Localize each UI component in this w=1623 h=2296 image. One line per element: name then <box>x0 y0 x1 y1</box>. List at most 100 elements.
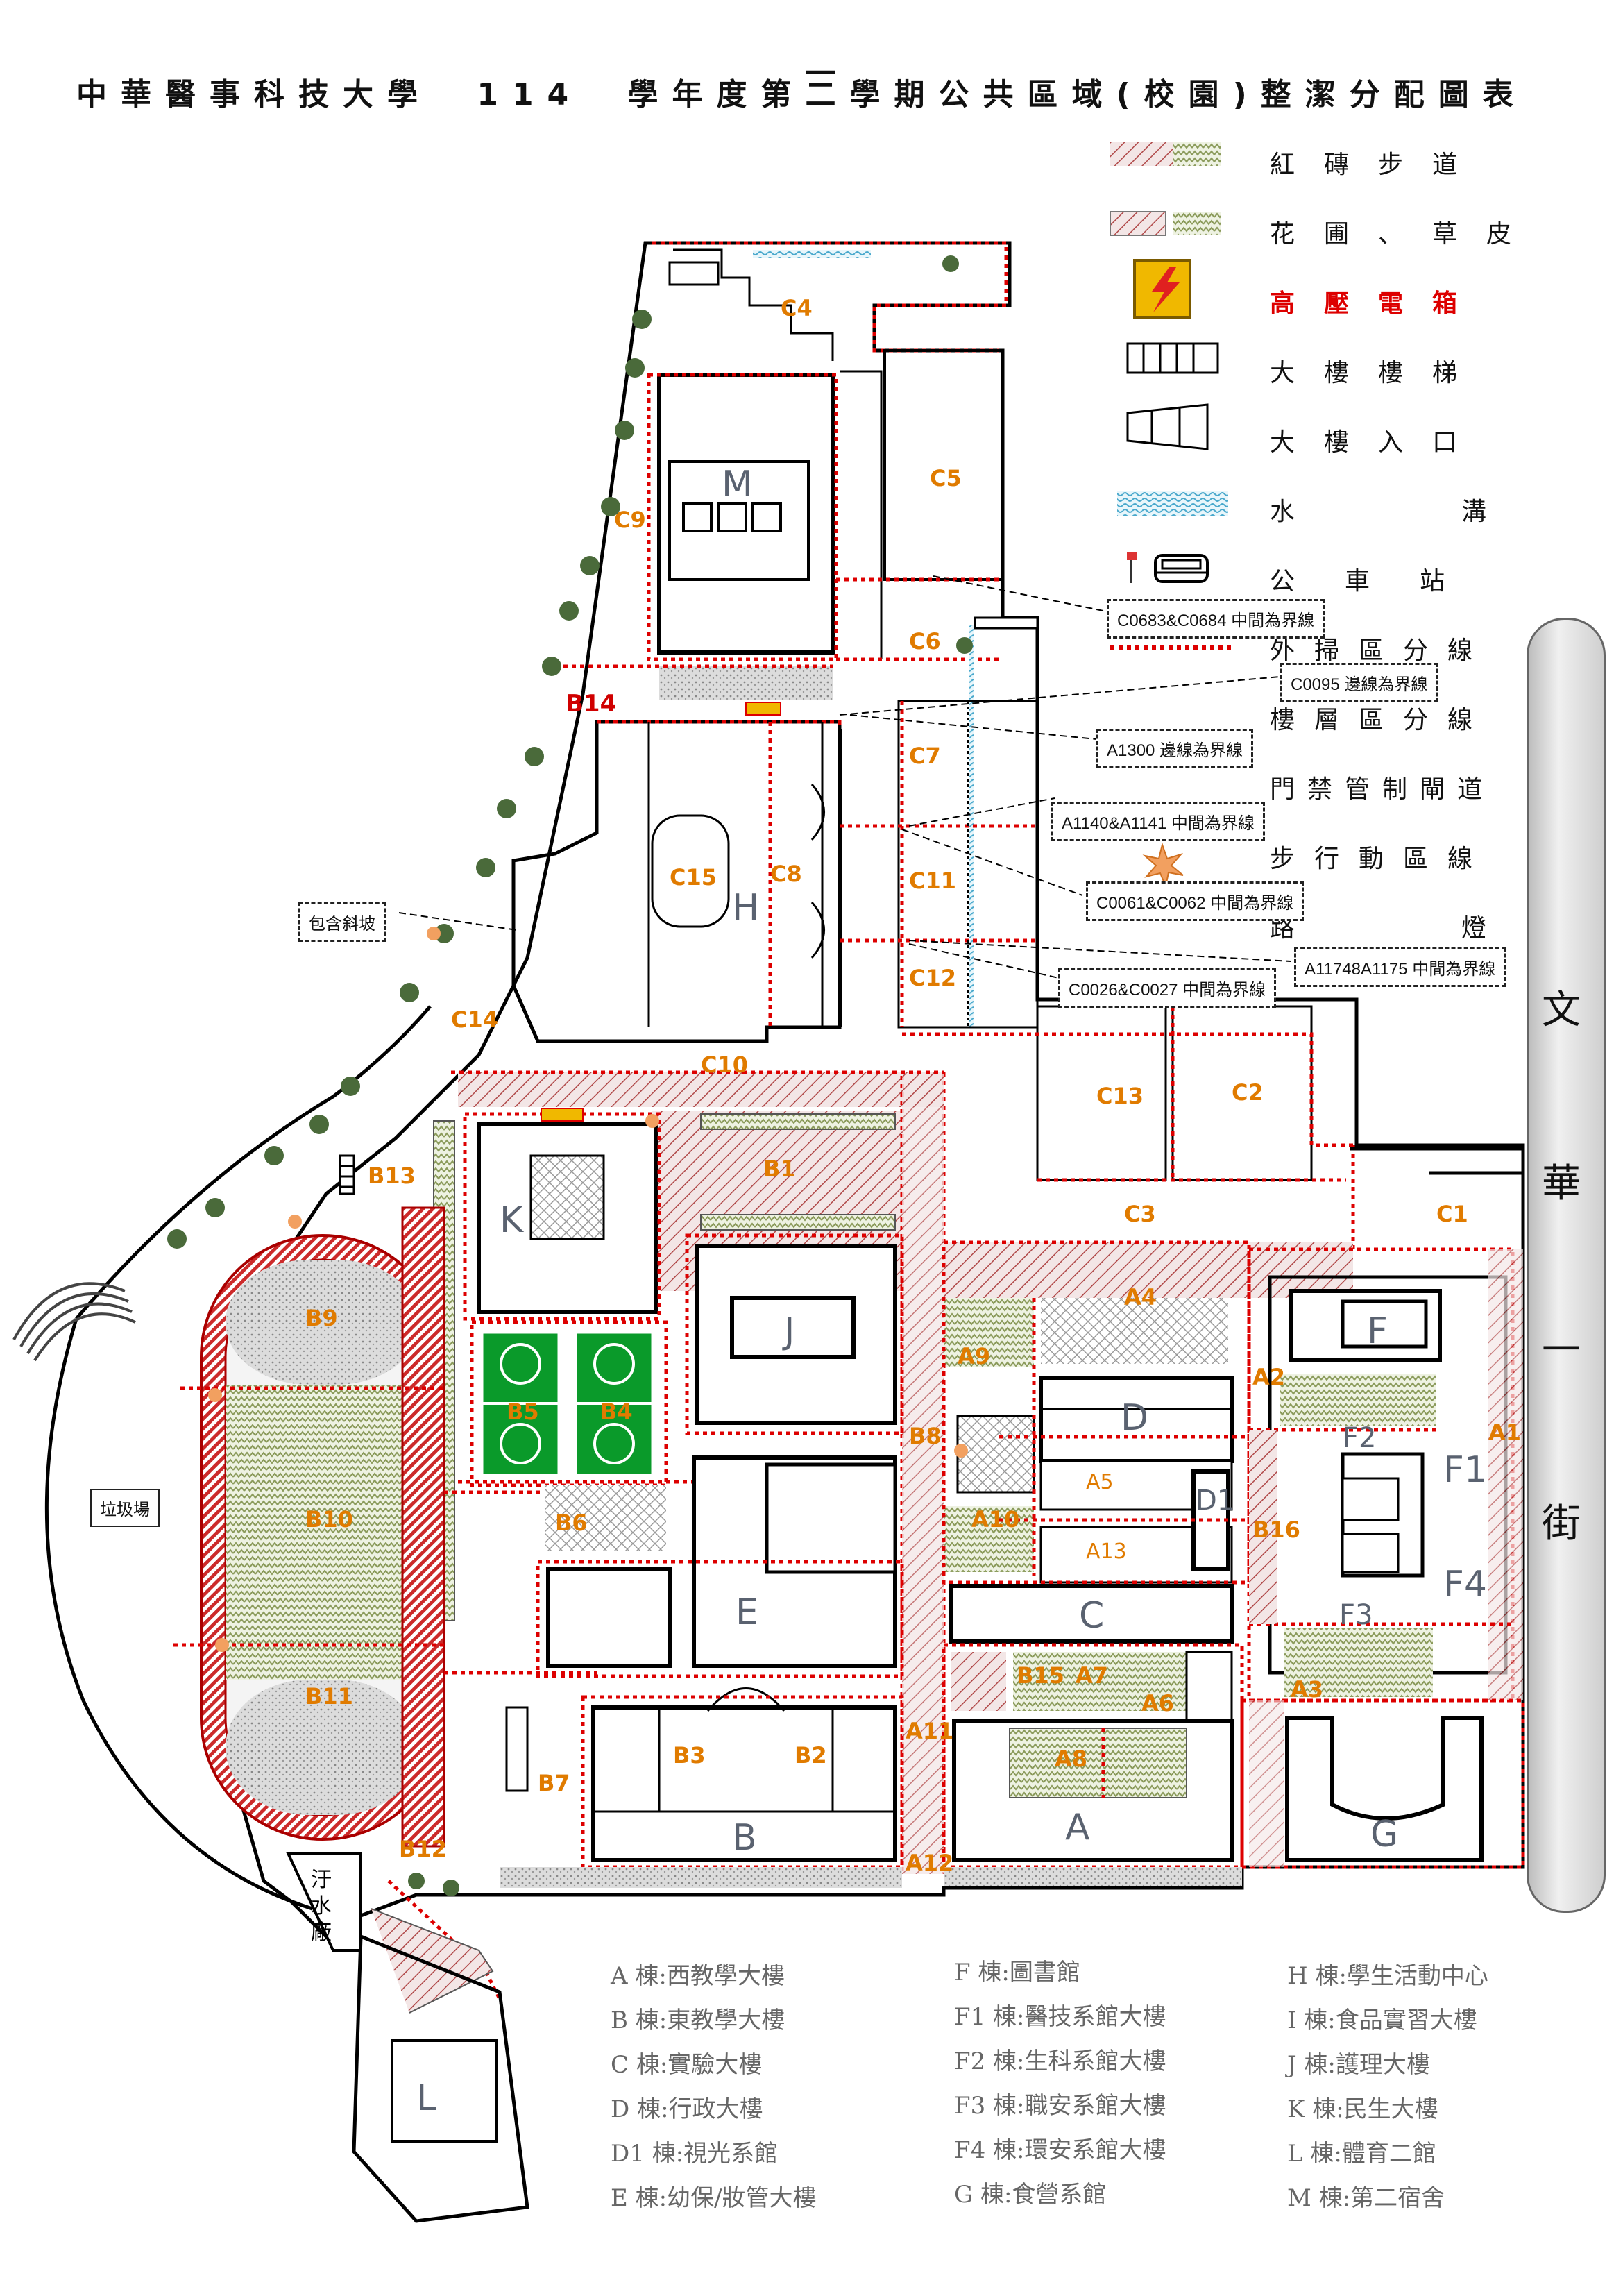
callout-c0026: C0026&C0027 中間為界線 <box>1058 968 1277 1008</box>
legend-label-bus: 公車站 <box>1270 567 1495 596</box>
west-road <box>75 1005 432 1320</box>
legend-label-lamp: 路燈 <box>1270 914 1623 943</box>
building-letter-L: L <box>416 2077 436 2119</box>
building-letter-E: E <box>736 1592 758 1633</box>
callout-c0683: C0683&C0684 中間為界線 <box>1107 599 1325 639</box>
brick-walkway-swatch <box>1110 142 1221 166</box>
gravel-strip-b14 <box>659 666 833 700</box>
zone-label-A7: A7 <box>1076 1662 1108 1689</box>
zone-label-A3: A3 <box>1291 1676 1323 1703</box>
ditch-swatch <box>1117 491 1228 516</box>
zone-label-C15: C15 <box>670 864 717 890</box>
building-letter-G: G <box>1370 1814 1398 1855</box>
zone-label-B2: B2 <box>794 1742 827 1769</box>
legend-swatches <box>1110 142 1232 889</box>
label-sewage: 汙水廠 <box>311 1868 332 1945</box>
zone-label-A11: A11 <box>906 1718 953 1744</box>
legend-label-voltage: 高壓電箱 <box>1270 289 1487 318</box>
zone-label-C1: C1 <box>1436 1201 1468 1227</box>
zone-label-B4: B4 <box>600 1399 633 1425</box>
callout-c0095: C0095 邊線為界線 <box>1280 663 1438 702</box>
zone-label-B14: B14 <box>566 690 616 718</box>
callout-c0061: C0061&C0062 中間為界線 <box>1086 881 1305 921</box>
building-D-outline <box>1039 1376 1234 1463</box>
zone-label-C5: C5 <box>930 465 962 491</box>
building-list-col1: A 棟:西教學大樓 B 棟:東教學大樓 C 棟:實驗大樓 D 棟:行政大樓 D1… <box>611 1962 817 2212</box>
building-letter-C: C <box>1079 1595 1104 1637</box>
zone-label-C8: C8 <box>770 861 802 887</box>
building-letter-B: B <box>732 1817 757 1859</box>
building-list-col3: H 棟:學生活動中心 I 棟:食品實習大樓 J 棟:護理大樓 K 棟:民生大樓 … <box>1287 1962 1488 2212</box>
zone-label-C3: C3 <box>1124 1201 1156 1227</box>
callout-a1174: A11748A1175 中間為界線 <box>1294 947 1506 987</box>
bus-stop-icon <box>1127 552 1209 583</box>
street-char-3: 一 <box>1542 1328 1581 1373</box>
building-letter-D1: D1 <box>1196 1485 1234 1517</box>
street-char-4: 街 <box>1542 1501 1581 1546</box>
legend-label-brick: 紅磚步道 <box>1270 151 1487 179</box>
zone-label-C2: C2 <box>1232 1079 1264 1106</box>
building-letter-A: A <box>1065 1807 1090 1848</box>
zone-label-B9: B9 <box>305 1305 338 1331</box>
building-G-outline <box>1285 1716 1484 1862</box>
legend-label-stairs: 大樓樓梯 <box>1270 359 1487 387</box>
zone-label-B11: B11 <box>305 1683 353 1710</box>
semester-number: 一二 <box>805 56 850 112</box>
high-voltage-box-icon <box>745 702 781 716</box>
building-list-col2: F 棟:圖書館 F1 棟:醫技系館大樓 F2 棟:生科系館大樓 F3 棟:職安系… <box>954 1959 1166 2209</box>
building-letter-D: D <box>1121 1397 1148 1439</box>
building-letter-M: M <box>722 464 753 505</box>
legend-label-walk-line: 步行動區線 <box>1270 845 1493 873</box>
zone-label-B5: B5 <box>507 1399 539 1425</box>
high-voltage-box-icon <box>541 1108 584 1122</box>
building-B-outline <box>591 1705 897 1862</box>
building-letter-J: J <box>782 1310 794 1352</box>
zone-label-B3: B3 <box>673 1742 706 1769</box>
page-title: 中華醫事科技大學 114 學年度第一二學期公共區域(校園)整潔分配圖表 <box>76 56 1527 112</box>
zone-label-C14: C14 <box>451 1006 498 1033</box>
garden-lawn-swatch <box>1110 211 1221 236</box>
zone-label-C7: C7 <box>909 743 941 769</box>
zone-label-B7: B7 <box>538 1770 570 1796</box>
zone-label-B13: B13 <box>368 1163 416 1189</box>
legend-label-entrance: 大樓入口 <box>1270 428 1487 457</box>
legend-label-garden: 花圃、草皮 <box>1270 220 1541 248</box>
gate-arches-icon <box>12 1282 136 1362</box>
building-letter-F3: F3 <box>1339 1599 1373 1631</box>
callout-a1300: A1300 邊線為界線 <box>1096 729 1254 768</box>
stairs-icon <box>505 1706 529 1792</box>
zone-label-A1: A1 <box>1488 1419 1521 1446</box>
zone-label-B16: B16 <box>1252 1517 1300 1543</box>
building-letter-F2: F2 <box>1343 1422 1376 1454</box>
zone-label-B6: B6 <box>555 1510 588 1536</box>
zone-label-A2: A2 <box>1252 1364 1285 1390</box>
entrance-icon <box>1126 403 1209 450</box>
callout-slope: 包含斜坡 <box>298 902 386 942</box>
street-lamp-icon <box>208 927 968 1652</box>
building-C-outline <box>949 1584 1234 1644</box>
zone-label-A5: A5 <box>1086 1470 1114 1494</box>
zone-label-C12: C12 <box>909 965 956 991</box>
zone-label-C13: C13 <box>1096 1083 1144 1109</box>
building-letter-F4: F4 <box>1443 1564 1487 1605</box>
zone-label-B10: B10 <box>305 1506 353 1533</box>
zone-label-B12: B12 <box>399 1836 447 1862</box>
building-letter-H: H <box>732 887 759 929</box>
street-char-1: 文 <box>1542 988 1581 1033</box>
zone-label-A13: A13 <box>1086 1539 1127 1564</box>
zone-label-C6: C6 <box>909 628 941 655</box>
zone-label-B8: B8 <box>909 1423 942 1449</box>
building-letter-F1: F1 <box>1443 1449 1487 1491</box>
zone-label-B1: B1 <box>763 1156 796 1182</box>
zone-label-A6: A6 <box>1141 1690 1174 1716</box>
street-wenhua-1st <box>1527 618 1606 1913</box>
building-L-outline <box>352 1934 529 2223</box>
zone-label-C9: C9 <box>614 507 646 533</box>
brick-walkway-c10 <box>458 1072 944 1107</box>
building-letter-F: F <box>1367 1310 1388 1352</box>
label-garbage: 垃圾場 <box>90 1489 160 1527</box>
zone-label-C10: C10 <box>701 1052 748 1078</box>
legend-label-floor-line: 樓層區分線 <box>1270 706 1493 734</box>
stairs-icon <box>339 1154 355 1195</box>
